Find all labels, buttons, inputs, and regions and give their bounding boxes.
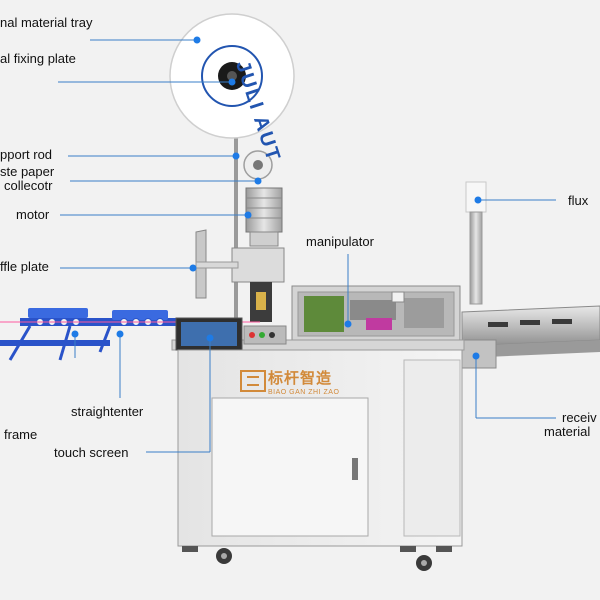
brand-name-pinyin: BIAO GAN ZHI ZAO [268, 389, 340, 396]
label-waste-paper-line1: ste paper [0, 164, 55, 179]
waste-paper-reel [243, 150, 273, 180]
crimp-head [231, 247, 285, 322]
receiving-conveyor [461, 305, 600, 369]
label-material-tray: nal material tray [0, 15, 93, 30]
material-tray-reel [169, 13, 295, 139]
casters [182, 546, 452, 571]
machine-frame [177, 349, 463, 547]
motor-body [245, 187, 283, 247]
straightener-rig [0, 308, 260, 361]
brand-name-cn: 标杆智造 [268, 370, 333, 387]
flux-column [465, 181, 487, 305]
support-rod [234, 120, 238, 320]
label-support-rod: pport rod [0, 147, 53, 162]
label-receiving-line1: receiv [562, 410, 597, 425]
label-touch-screen: touch screen [54, 445, 129, 460]
touch-screen-panel [175, 317, 287, 351]
label-receiving-line2: material [544, 424, 591, 439]
label-motor: motor [16, 207, 50, 222]
label-waste-paper-line2: collecotr [4, 178, 53, 193]
label-baffle-plate: ffle plate [0, 259, 49, 274]
label-manipulator: manipulator [306, 234, 374, 249]
manipulator-housing [291, 285, 461, 343]
brand-logo-mark [240, 370, 266, 392]
label-straightenter: straightenter [71, 404, 144, 419]
leader-lines [58, 39, 556, 453]
label-frame: frame [4, 427, 38, 442]
door-lock [352, 458, 358, 480]
cabinet-door [211, 397, 369, 537]
label-fixing-plate: al fixing plate [0, 51, 76, 66]
label-flux: flux [568, 193, 589, 208]
baffle-plate [195, 229, 239, 299]
anchor-dots [71, 36, 482, 360]
